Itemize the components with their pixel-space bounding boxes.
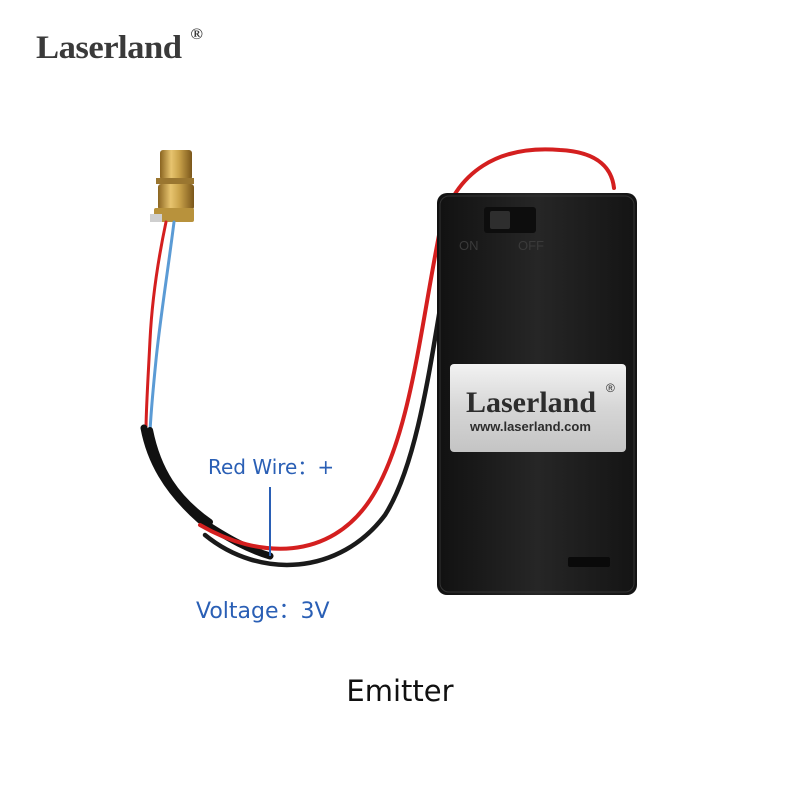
registered-mark: ®	[190, 26, 203, 43]
switch-off-label: OFF	[518, 238, 544, 253]
sticker-logo-text: Laserland	[466, 386, 596, 419]
switch-on-label: ON	[459, 238, 479, 253]
sticker-url: www.laserland.com	[469, 419, 591, 434]
image-caption: Emitter	[346, 674, 454, 708]
voltage-annotation: Voltage：3V	[196, 599, 330, 624]
battery-box	[437, 193, 637, 595]
red-wire-annotation: Red Wire：+	[208, 455, 335, 479]
diode-wires	[140, 220, 274, 560]
laser-diode-module	[150, 150, 194, 222]
brand-sticker	[450, 364, 626, 452]
brand-logo: Laserland ®	[36, 26, 203, 67]
sticker-registered-mark: ®	[606, 381, 615, 395]
brand-logo-text: Laserland	[36, 30, 182, 66]
